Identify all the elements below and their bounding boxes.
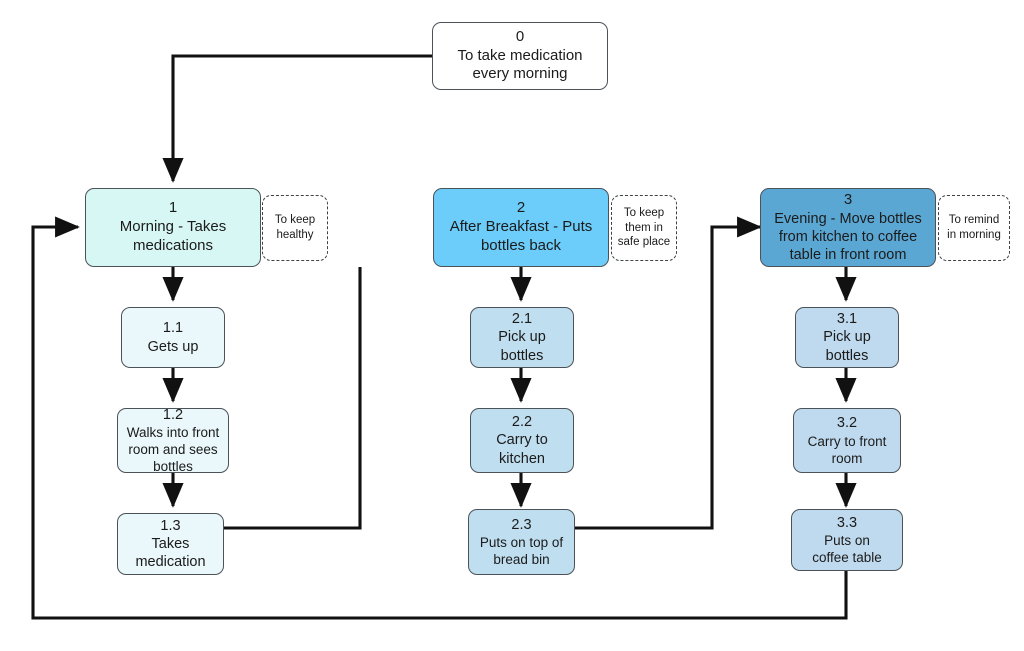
node-2-label: After Breakfast - Puts bottles back <box>449 218 593 254</box>
node-3-1-label: Pick up bottles <box>823 329 871 364</box>
node-0-label: To take medication every morning <box>457 46 583 83</box>
node-1-label: Morning - Takes medications <box>119 218 227 254</box>
node-1-1-label: Gets up <box>147 338 199 355</box>
node-0[interactable]: 0 To take medication every morning <box>432 22 608 90</box>
node-2-1-id: 2.1 <box>511 311 533 328</box>
node-2-3-label: Puts on top of bread bin <box>479 535 564 568</box>
node-1[interactable]: 1 Morning - Takes medications <box>85 188 261 267</box>
node-3-3-label: Puts on coffee table <box>812 533 882 566</box>
edge-1-3-to-2 <box>224 267 362 530</box>
node-3-1-id: 3.1 <box>836 311 858 328</box>
node-2-1-label: Pick up bottles <box>498 329 546 364</box>
note-1: To keep healthy <box>262 195 328 261</box>
node-1-1-id: 1.1 <box>162 320 184 337</box>
node-2-id: 2 <box>516 199 526 217</box>
node-1-3-label: Takes medication <box>135 535 206 571</box>
node-1-2-id: 1.2 <box>162 406 184 423</box>
node-3-2[interactable]: 3.2 Carry to front room <box>793 408 901 473</box>
node-2-2[interactable]: 2.2 Carry to kitchen <box>470 408 574 473</box>
node-1-3-id: 1.3 <box>160 517 181 534</box>
node-2-2-id: 2.2 <box>511 414 533 431</box>
node-3-2-label: Carry to front room <box>807 433 887 466</box>
node-2-2-label: Carry to kitchen <box>496 432 548 467</box>
node-3-2-id: 3.2 <box>836 415 858 432</box>
node-3[interactable]: 3 Evening - Move bottles from kitchen to… <box>760 188 936 267</box>
node-3-label: Evening - Move bottles from kitchen to c… <box>774 210 922 264</box>
edge-0-to-1 <box>162 54 432 183</box>
node-3-3-id: 3.3 <box>836 514 858 531</box>
node-1-2-label: Walks into front room and sees bottles <box>126 425 220 475</box>
node-2-1[interactable]: 2.1 Pick up bottles <box>470 307 574 368</box>
note-2: To keep them in safe place <box>611 195 677 261</box>
node-1-id: 1 <box>168 199 178 217</box>
note-3: To remind in morning <box>938 195 1010 261</box>
node-1-1[interactable]: 1.1 Gets up <box>121 307 225 368</box>
node-2[interactable]: 2 After Breakfast - Puts bottles back <box>433 188 609 267</box>
node-3-id: 3 <box>843 190 853 208</box>
node-0-id: 0 <box>515 27 525 45</box>
node-2-3[interactable]: 2.3 Puts on top of bread bin <box>468 509 575 575</box>
edge-2-3-to-3 <box>572 216 762 530</box>
node-1-2[interactable]: 1.2 Walks into front room and sees bottl… <box>117 406 229 475</box>
node-3-3[interactable]: 3.3 Puts on coffee table <box>791 509 903 571</box>
node-3-1[interactable]: 3.1 Pick up bottles <box>795 307 899 368</box>
node-2-3-id: 2.3 <box>511 516 532 533</box>
node-1-3[interactable]: 1.3 Takes medication <box>117 513 224 575</box>
